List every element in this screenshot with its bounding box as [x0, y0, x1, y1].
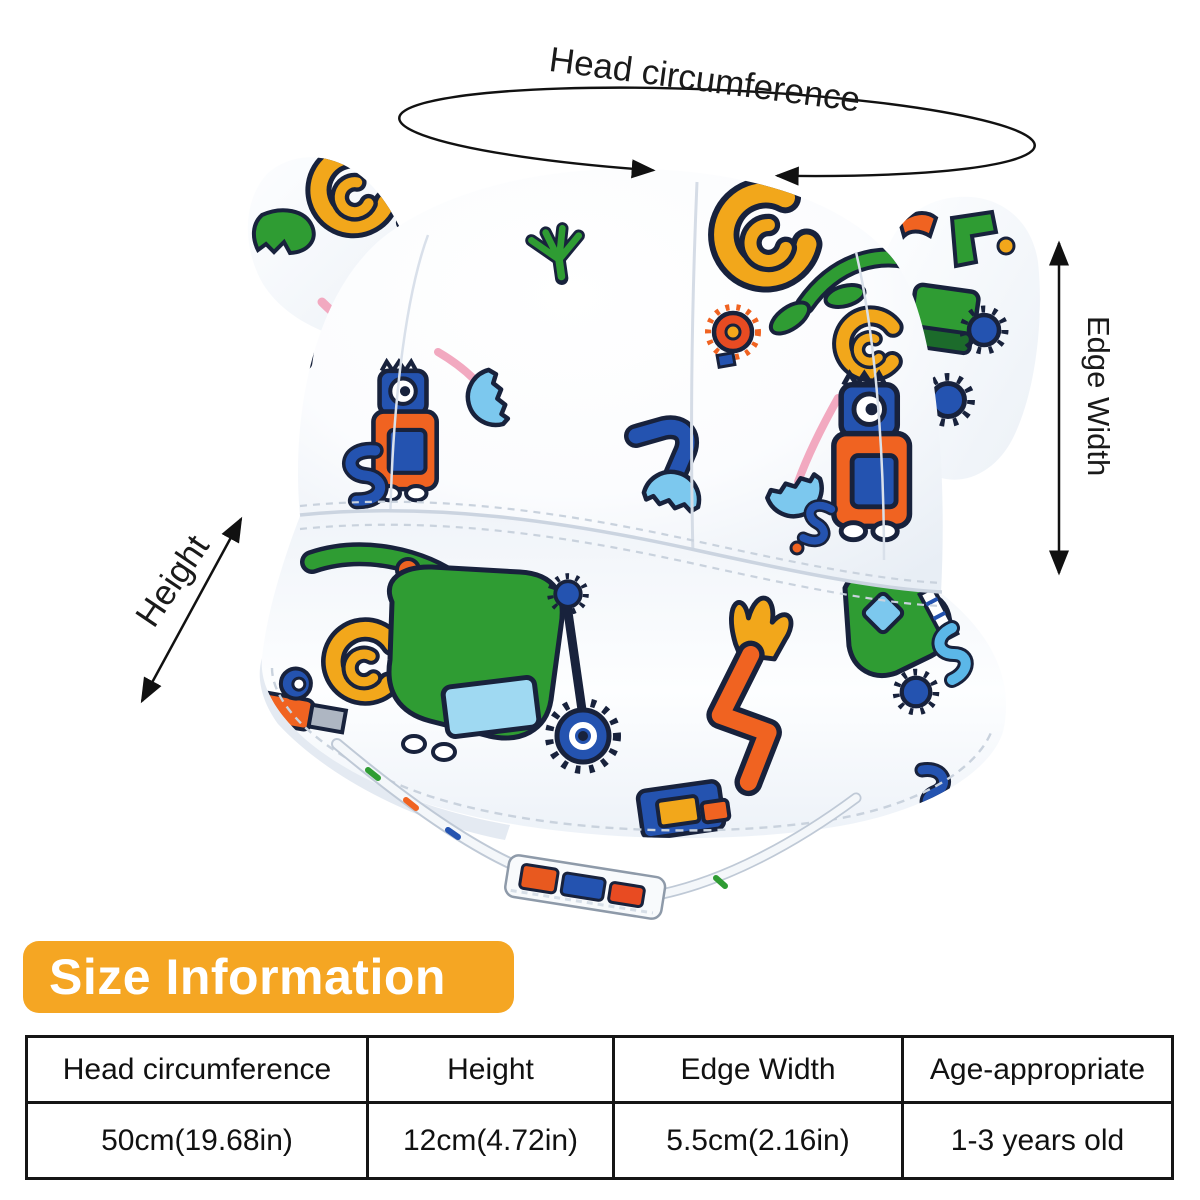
size-table-value-edge-width: 5.5cm(2.16in) [615, 1104, 901, 1177]
head-circumference-ellipse-arrow [398, 86, 1036, 186]
size-table: Head circumference Height Edge Width Age… [25, 1035, 1174, 1180]
size-table-header-head-circumference: Head circumference [28, 1038, 366, 1101]
size-information-badge: Size Information [23, 941, 514, 1013]
hat-chin-strap [331, 738, 862, 920]
size-table-header-height: Height [369, 1038, 612, 1101]
size-table-value-height: 12cm(4.72in) [369, 1104, 612, 1177]
edge-width-label: Edge Width [1081, 316, 1116, 477]
height-arrow [140, 516, 243, 704]
strap-slider [504, 854, 667, 920]
size-table-header-edge-width: Edge Width [615, 1038, 901, 1101]
size-table-value-head-circumference: 50cm(19.68in) [28, 1104, 366, 1177]
hat-brim [259, 500, 1007, 840]
size-table-value-age-appropriate: 1-3 years old [904, 1104, 1171, 1177]
size-table-header-age-appropriate: Age-appropriate [904, 1038, 1171, 1101]
